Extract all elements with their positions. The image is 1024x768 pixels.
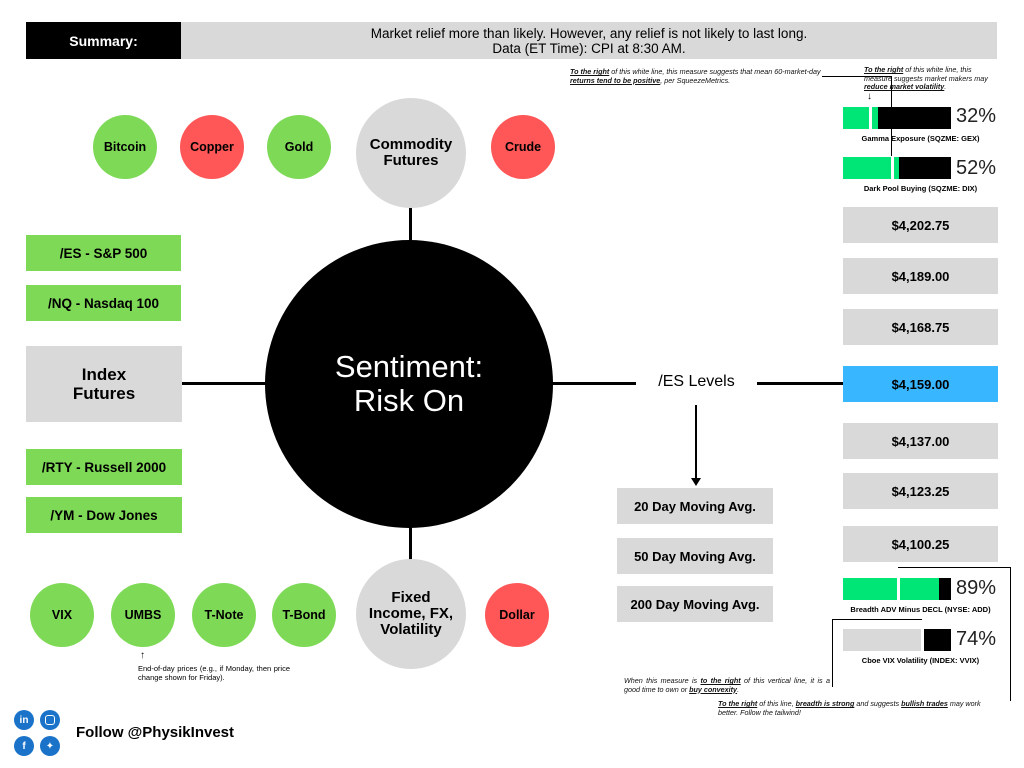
instagram-icon[interactable] <box>40 710 60 730</box>
gex-percent: 32% <box>956 105 997 127</box>
fixed-hub-line-2: Income, FX, <box>368 605 454 622</box>
sentiment-line-2: Risk On <box>353 383 465 418</box>
index-futures-hub: Index Futures <box>26 346 182 422</box>
vvix-note-connector <box>832 619 922 687</box>
summary-label: Summary: <box>26 22 181 59</box>
connector-ma-arrow <box>695 405 697 480</box>
vvix-gauge-marker <box>921 629 924 651</box>
dix-gauge-fill <box>843 157 900 179</box>
index-hub-line-1: Index <box>81 365 127 384</box>
add-gauge-marker <box>897 578 900 600</box>
es-level-1: $4,189.00 <box>843 258 998 294</box>
umbs-footnote: End-of-day prices (e.g., if Monday, then… <box>138 664 290 682</box>
vix-circle: VIX <box>30 583 94 647</box>
ma-20-box: 20 Day Moving Avg. <box>617 488 773 524</box>
gex-gauge-marker <box>869 107 872 129</box>
tnote-circle: T-Note <box>192 583 256 647</box>
gex-marker-arrow-icon: ↓ <box>867 91 872 102</box>
es-level-0: $4,202.75 <box>843 207 998 243</box>
crude-circle: Crude <box>491 115 555 179</box>
fixed-hub-line-3: Volatility <box>380 621 442 638</box>
summary-line-2: Data (ET Time): CPI at 8:30 AM. <box>492 40 686 56</box>
es-levels-label: /ES Levels <box>658 373 735 390</box>
twitter-icon[interactable]: ✦ <box>40 736 60 756</box>
ym-box: /YM - Dow Jones <box>26 497 182 533</box>
add-gauge <box>843 578 951 600</box>
es-box: /ES - S&P 500 <box>26 235 181 271</box>
rty-box: /RTY - Russell 2000 <box>26 449 182 485</box>
vvix-percent: 74% <box>956 628 997 650</box>
dollar-circle: Dollar <box>485 583 549 647</box>
bitcoin-circle: Bitcoin <box>93 115 157 179</box>
es-level-4: $4,137.00 <box>843 423 998 459</box>
arrow-down-icon <box>691 478 701 486</box>
fixed-hub-line-1: Fixed <box>391 589 431 606</box>
vvix-note: When this measure is to the right of thi… <box>624 676 830 694</box>
index-hub-line-2: Futures <box>72 384 136 403</box>
sentiment-center: Sentiment: Risk On <box>265 240 553 528</box>
gex-gauge-fill <box>843 107 878 129</box>
add-note-connector <box>898 567 1011 701</box>
summary-line-1: Market relief more than likely. However,… <box>370 25 808 41</box>
add-gauge-fill <box>843 578 940 600</box>
copper-circle: Copper <box>180 115 244 179</box>
connector-levels <box>757 382 843 385</box>
vvix-caption: Cboe VIX Volatility (INDEX: VVIX) <box>861 656 980 665</box>
vvix-gauge <box>843 629 951 651</box>
gex-gauge <box>843 107 951 129</box>
es-level-5: $4,123.25 <box>843 473 998 509</box>
es-level-3: $4,159.00 <box>843 366 998 402</box>
commodity-hub-line-2: Futures <box>383 152 439 169</box>
add-percent: 89% <box>956 577 997 599</box>
add-caption: Breadth ADV Minus DECL (NYSE: ADD) <box>850 605 991 614</box>
connector-right <box>552 382 636 385</box>
commodity-futures-hub: Commodity Futures <box>356 98 466 208</box>
connector-top <box>409 208 412 242</box>
ma-200-box: 200 Day Moving Avg. <box>617 586 773 622</box>
tbond-circle: T-Bond <box>272 583 336 647</box>
facebook-icon[interactable]: f <box>14 736 34 756</box>
gex-caption: Gamma Exposure (SQZME: GEX) <box>861 134 980 143</box>
connector-bottom <box>409 526 412 560</box>
sentiment-line-1: Sentiment: <box>334 349 484 384</box>
fixed-income-hub: Fixed Income, FX, Volatility <box>356 559 466 669</box>
vvix-gauge-fill <box>843 629 923 651</box>
dix-gauge <box>843 157 951 179</box>
arrow-up-icon: ↑ <box>140 650 145 661</box>
es-level-6: $4,100.25 <box>843 526 998 562</box>
connector-left <box>182 382 266 385</box>
umbs-circle: UMBS <box>111 583 175 647</box>
add-note: To the right of this line, breadth is st… <box>718 699 981 717</box>
dix-percent: 52% <box>956 157 997 179</box>
gex-note: To the right of this white line, this me… <box>864 65 988 91</box>
linkedin-icon[interactable]: in <box>14 710 34 730</box>
nq-box: /NQ - Nasdaq 100 <box>26 285 181 321</box>
commodity-hub-line-1: Commodity <box>369 136 453 153</box>
follow-handle[interactable]: Follow @PhysikInvest <box>76 724 234 741</box>
gold-circle: Gold <box>267 115 331 179</box>
dix-caption: Dark Pool Buying (SQZME: DIX) <box>863 184 978 193</box>
dix-note: To the right of this white line, this me… <box>570 67 821 85</box>
dix-gauge-marker <box>891 157 894 179</box>
es-level-2: $4,168.75 <box>843 309 998 345</box>
ma-50-box: 50 Day Moving Avg. <box>617 538 773 574</box>
summary-text: Market relief more than likely. However,… <box>181 22 997 59</box>
